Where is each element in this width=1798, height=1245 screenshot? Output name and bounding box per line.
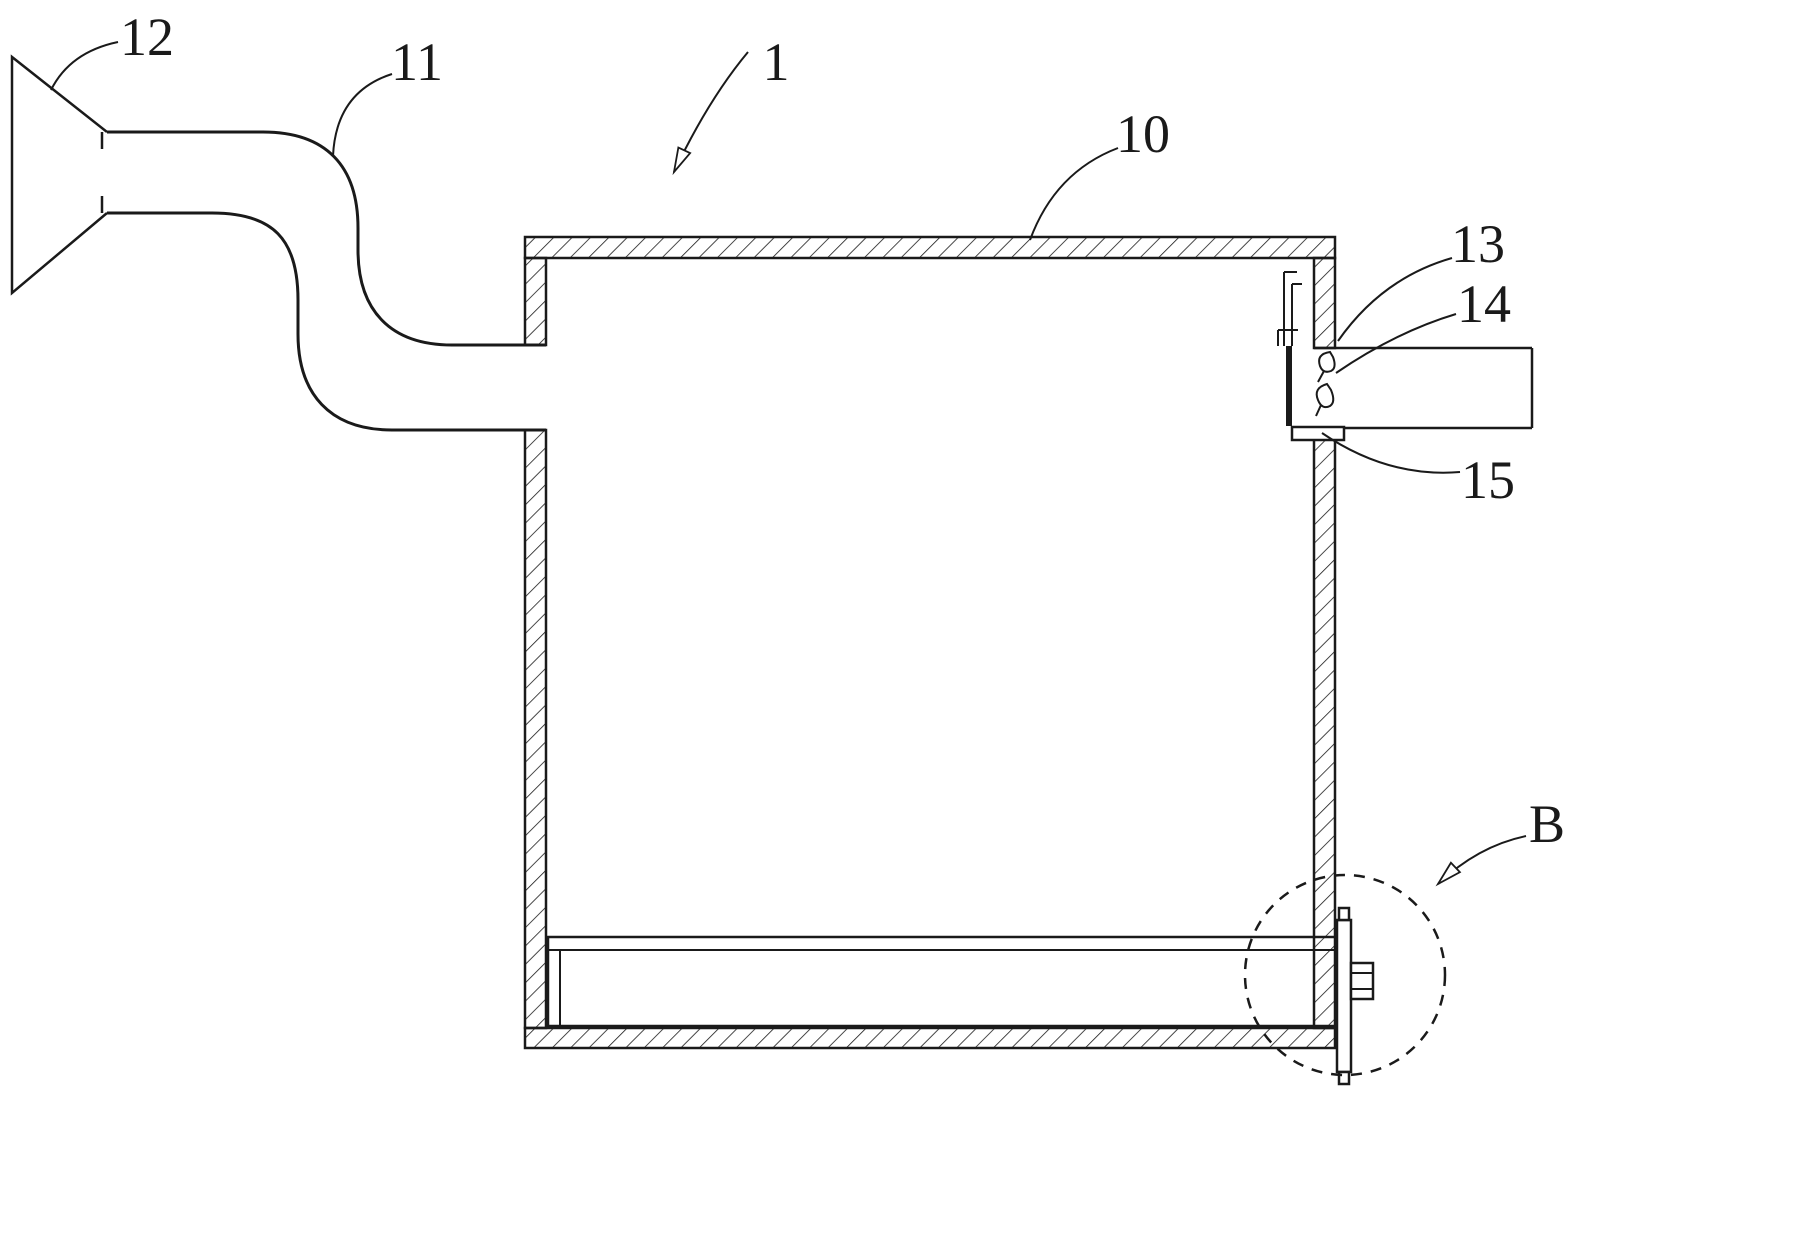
drain-plate-bottom-tab	[1337, 1070, 1351, 1086]
leader-line-12	[50, 41, 119, 91]
valve-flap-upper	[1317, 350, 1336, 383]
label-part-1: 1	[763, 32, 790, 92]
valve-bracket	[1277, 271, 1302, 346]
valve-flap-lower	[1315, 382, 1335, 417]
inlet-funnel	[10, 54, 108, 296]
tank-left-wall-upper	[523, 256, 548, 347]
leader-line-14	[1335, 313, 1457, 374]
tank-right-wall-upper	[1312, 256, 1337, 350]
arrow-B	[1435, 835, 1527, 887]
label-part-12: 12	[120, 7, 174, 67]
outlet-pipe	[1314, 346, 1534, 430]
label-part-10: 10	[1116, 104, 1170, 164]
leader-line-13	[1337, 257, 1453, 342]
inlet-pipe-top-line	[107, 130, 546, 347]
valve-seat-plate	[1286, 346, 1292, 426]
drain-plug-lines	[1351, 972, 1373, 990]
detail-circle-B	[1243, 873, 1447, 1077]
leader-line-15	[1321, 432, 1461, 474]
arrow-1	[672, 51, 749, 176]
tank-bottom-wall	[523, 1026, 1337, 1050]
drain-plug	[1349, 961, 1375, 1001]
label-part-13: 13	[1451, 214, 1505, 274]
inlet-pipe-bottom-line	[107, 211, 546, 432]
tank-top-wall	[523, 235, 1337, 260]
label-detail-B: B	[1529, 794, 1565, 854]
label-part-11: 11	[391, 32, 443, 92]
valve-stop-plate	[1290, 425, 1346, 442]
figure-labels: 12 11 1 10 13 14 15 B	[120, 7, 1565, 854]
leader-line-11	[332, 73, 393, 157]
label-part-15: 15	[1461, 450, 1515, 510]
tank-left-wall-lower	[523, 428, 548, 1030]
bottom-tray-inner-lines	[548, 949, 1337, 1026]
drawing-lines	[10, 41, 1534, 1086]
label-part-14: 14	[1457, 274, 1511, 334]
leader-line-10	[1029, 147, 1119, 241]
drain-side-plate	[1335, 918, 1353, 1074]
drain-plate-top-tab	[1337, 906, 1351, 922]
